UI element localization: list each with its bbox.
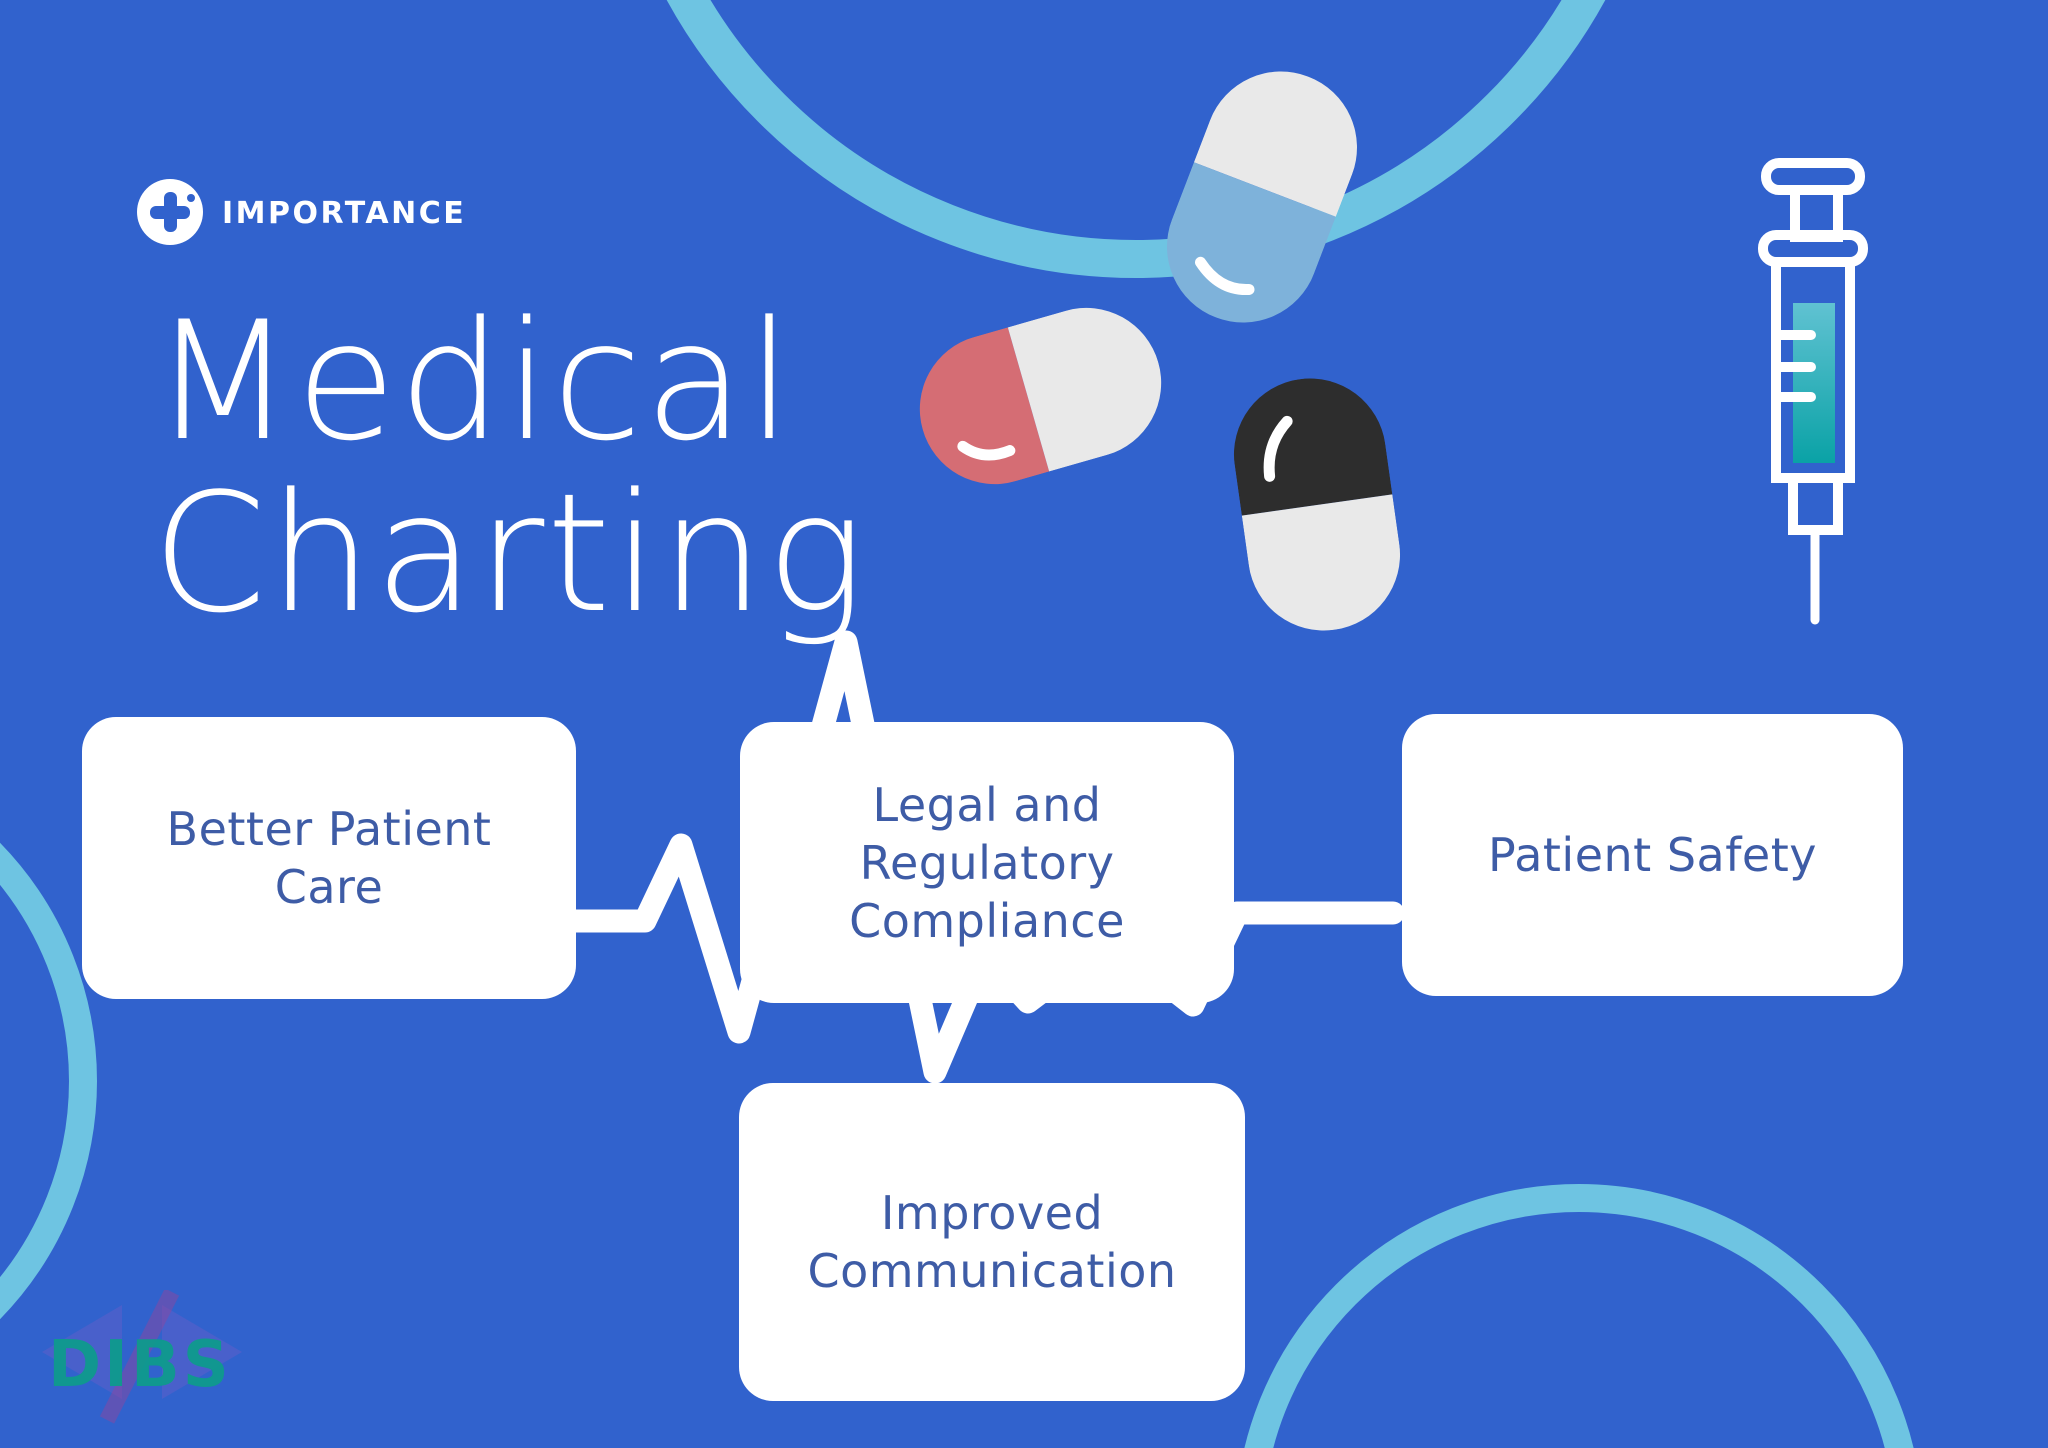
card-improved-communication: Improved Communication (739, 1083, 1245, 1401)
card-legal-regulatory-compliance: Legal and Regulatory Compliance (740, 722, 1234, 1003)
pill-shine (957, 440, 1016, 461)
pill-shine (1263, 415, 1293, 482)
card-better-patient-care: Better Patient Care (82, 717, 576, 999)
syringe-icon (1758, 158, 1868, 625)
page-title: Medical Charting (152, 286, 867, 649)
card-label: Patient Safety (1488, 828, 1817, 882)
red-capsule-pill-icon (902, 290, 1179, 502)
card-label: Legal and Regulatory Compliance (849, 777, 1125, 948)
importance-label: IMPORTANCE (222, 196, 467, 231)
dibs-watermark: DIBS (22, 1290, 262, 1430)
card-label: Improved Communication (807, 1186, 1177, 1298)
black-capsule-pill-icon (1224, 368, 1410, 641)
medical-cross-icon (137, 179, 203, 245)
blue-capsule-pill-icon (1144, 49, 1380, 345)
syringe-liquid (1793, 303, 1835, 463)
card-label: Better Patient Care (166, 802, 492, 914)
watermark-text: DIBS (48, 1328, 232, 1402)
pill-shine (1195, 256, 1255, 295)
code-brackets-logo-icon (42, 1290, 242, 1424)
card-patient-safety: Patient Safety (1402, 714, 1903, 996)
